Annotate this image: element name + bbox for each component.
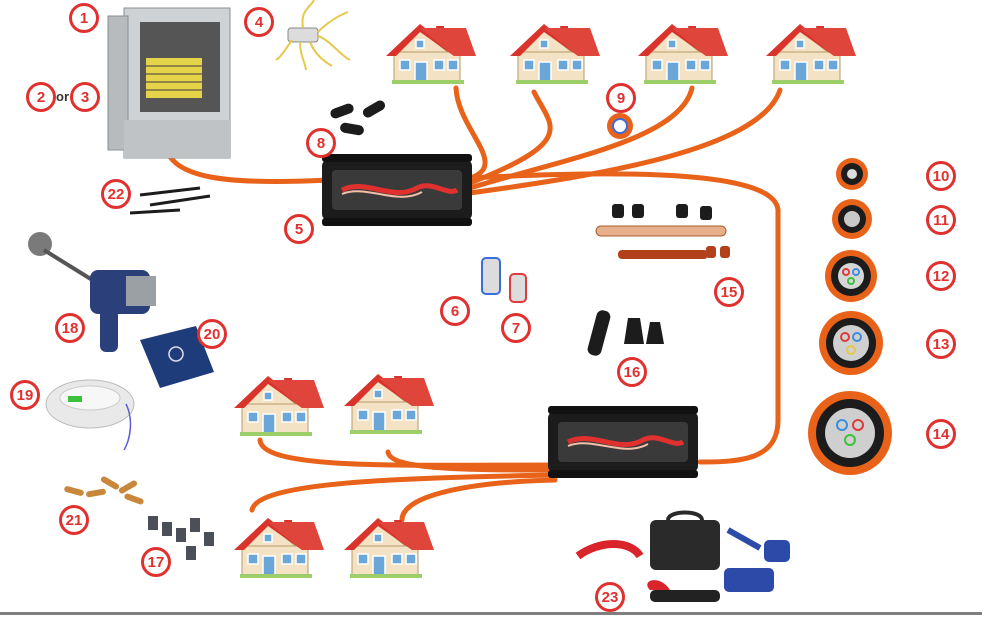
tape-roll (607, 113, 633, 139)
heat-shrink-tubes (330, 100, 386, 136)
callout-10: 10 (926, 161, 956, 191)
cable-house-7 (249, 472, 558, 513)
cable-house-6 (385, 449, 558, 473)
street-cabinet (107, 7, 231, 159)
cable-house-1 (453, 85, 488, 181)
callout-21: 21 (59, 505, 89, 535)
callout-11: 11 (926, 205, 956, 235)
house-bottom-1 (233, 517, 325, 579)
callout-4: 4 (244, 7, 274, 37)
callout-18: 18 (55, 313, 85, 343)
callout-22: 22 (101, 179, 131, 209)
fiber-spool (45, 379, 135, 451)
plc-splitter (275, 0, 351, 71)
house-mid-1 (233, 375, 325, 437)
crimp-sleeves (64, 476, 144, 505)
callout-13: 13 (926, 329, 956, 359)
cable-house-4 (467, 87, 783, 196)
house-top-1 (385, 23, 477, 85)
callout-7: 7 (501, 313, 531, 343)
cable-cross-sections (808, 158, 892, 475)
drop-cables (162, 85, 783, 523)
cable-house-5 (257, 437, 558, 468)
callout-15: 15 (714, 277, 744, 307)
grommets (587, 310, 664, 356)
cable-house-8 (399, 477, 558, 523)
connector-caps (148, 516, 214, 560)
callout-1: 1 (69, 3, 99, 33)
house-top-2 (509, 23, 601, 85)
callout-9: 9 (606, 83, 636, 113)
or-label: or (56, 89, 69, 104)
house-top-4 (765, 23, 857, 85)
callout-14: 14 (926, 419, 956, 449)
house-bottom-2 (343, 517, 435, 579)
house-mid-2 (343, 373, 435, 435)
callout-20: 20 (197, 319, 227, 349)
splice-closure-bottom (548, 406, 698, 478)
cable-house-2 (467, 89, 553, 186)
callout-8: 8 (306, 128, 336, 158)
callout-16: 16 (617, 357, 647, 387)
tool-kit (575, 510, 790, 602)
callout-19: 19 (10, 380, 40, 410)
bottom-divider (0, 612, 982, 615)
cable-trunk (467, 171, 781, 465)
adapters (481, 257, 527, 303)
callout-17: 17 (141, 547, 171, 577)
callout-3: 3 (70, 82, 100, 112)
callout-6: 6 (440, 296, 470, 326)
callout-23: 23 (595, 582, 625, 612)
splicer-case (140, 326, 214, 388)
callout-2: 2 (26, 82, 56, 112)
fusion-splicer (28, 232, 156, 352)
cable-sleeves (595, 204, 730, 259)
splice-closure-top (322, 154, 472, 226)
callout-12: 12 (926, 261, 956, 291)
tail-connectors (129, 186, 211, 215)
house-top-3 (637, 23, 729, 85)
callout-5: 5 (284, 214, 314, 244)
